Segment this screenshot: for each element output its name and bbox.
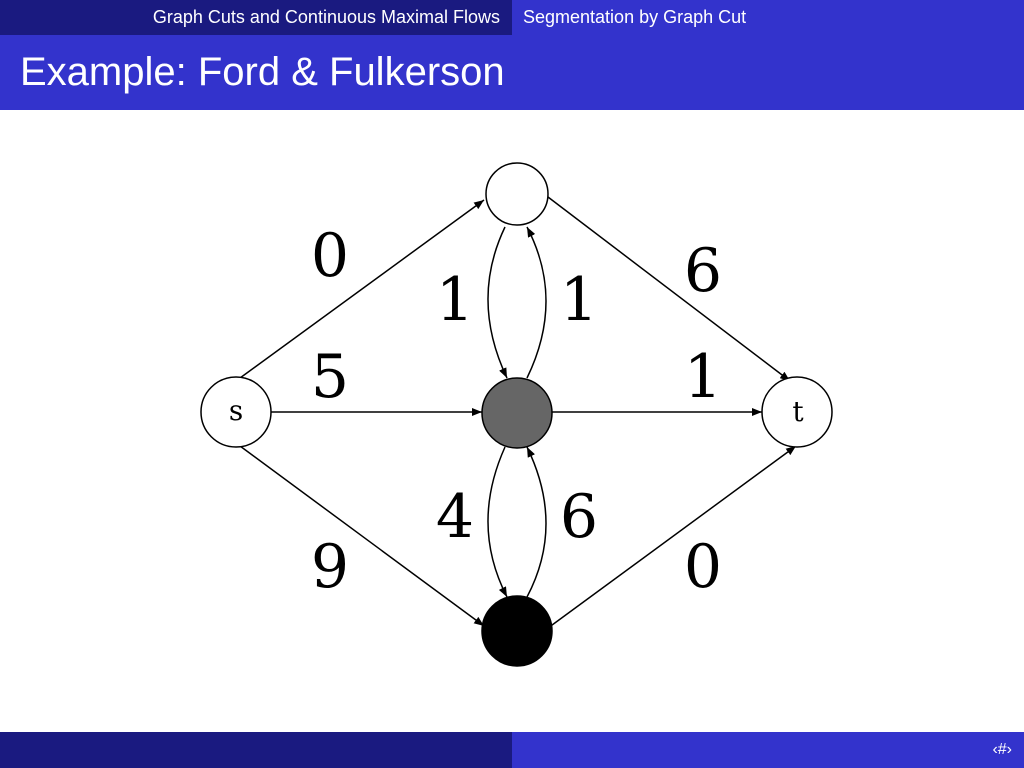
- edge-label-bottom-t: 0: [684, 532, 722, 602]
- header-section-title[interactable]: Graph Cuts and Continuous Maximal Flows: [0, 0, 512, 35]
- edge-bottom-t: [547, 445, 797, 629]
- edge-middle-top: [526, 226, 547, 379]
- edge-label-middle-top: 1: [560, 265, 598, 335]
- footer-left-block: [0, 732, 512, 768]
- edge-top-t: [547, 196, 791, 382]
- edge-label-bottom-middle: 6: [560, 482, 598, 552]
- page-number: ‹#›: [992, 741, 1012, 758]
- slide-title: Example: Ford & Fulkerson: [20, 50, 505, 94]
- node-t: [761, 376, 833, 448]
- node-t-label: t: [792, 395, 804, 428]
- edge-middle-bottom: [487, 446, 508, 598]
- footer-bar: ‹#›: [0, 732, 1024, 768]
- edge-label-s-top: 0: [311, 221, 349, 291]
- edge-s-bottom: [239, 445, 485, 627]
- header-bar: Graph Cuts and Continuous Maximal Flows …: [0, 0, 1024, 35]
- node-s-label: s: [229, 394, 243, 427]
- node-s: [200, 376, 272, 448]
- edge-s-top: [239, 199, 485, 379]
- node-middle: [481, 377, 553, 449]
- edge-label-top-t: 6: [684, 236, 722, 306]
- node-bottom: [481, 595, 553, 667]
- flow-network-diagram: s t 0 6 5 1 9 0 1 1 4 6: [0, 110, 1024, 730]
- edge-label-s-middle: 5: [311, 342, 349, 412]
- node-top: [485, 162, 549, 226]
- edge-label-middle-t: 1: [684, 342, 722, 412]
- header-subsection-title[interactable]: Segmentation by Graph Cut: [512, 0, 1024, 35]
- edge-bottom-middle: [526, 446, 547, 598]
- edge-label-s-bottom: 9: [311, 532, 349, 602]
- edge-label-top-middle: 1: [436, 265, 474, 335]
- edge-top-middle: [487, 226, 508, 379]
- footer-right-block: ‹#›: [512, 732, 1024, 768]
- slide-title-bar: Example: Ford & Fulkerson: [0, 35, 1024, 110]
- edge-label-middle-bottom: 4: [436, 482, 474, 552]
